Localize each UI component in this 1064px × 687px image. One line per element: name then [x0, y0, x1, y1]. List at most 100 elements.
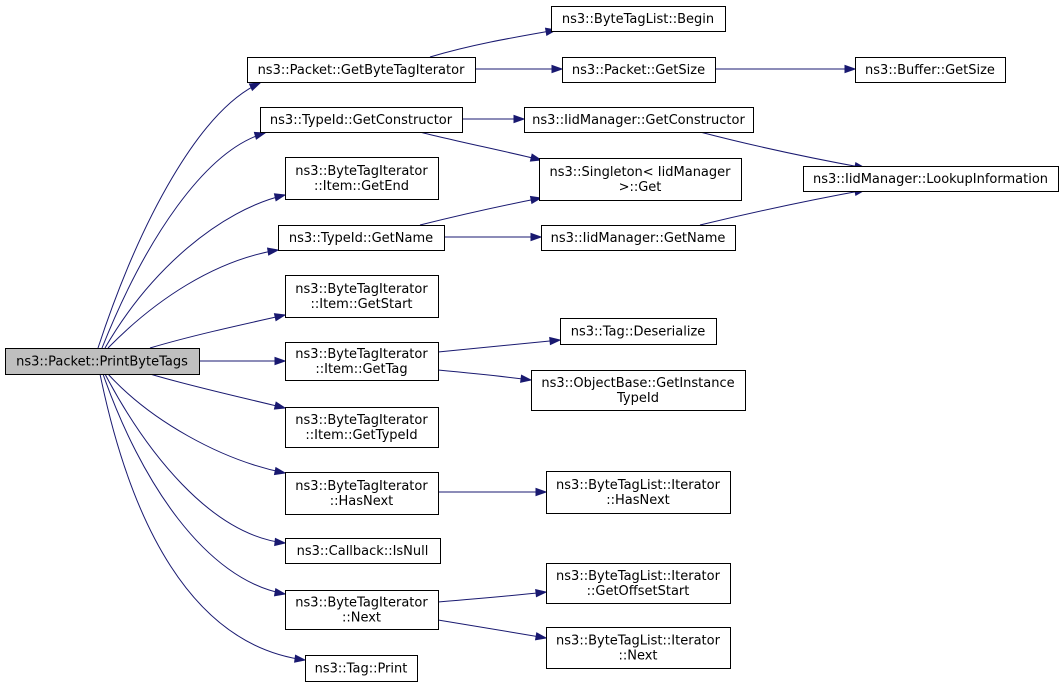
node-item-get-tag[interactable]: ns3::ByteTagIterator::Item::GetTag — [285, 342, 439, 381]
arrowhead-icon — [549, 336, 562, 346]
node-box — [546, 627, 731, 669]
node-label: ns3::IidManager::GetName — [551, 231, 726, 246]
node-label: ns3::ByteTagIterator — [295, 479, 428, 494]
edge-print-byte-tags-to-tag-print — [99, 373, 307, 663]
node-label: ns3::ByteTagList::Iterator — [556, 478, 721, 493]
node-item-get-type-id[interactable]: ns3::ByteTagIterator::Item::GetTypeId — [285, 407, 439, 448]
node-buffer-get-size[interactable]: ns3::Buffer::GetSize — [855, 57, 1006, 83]
node-label: ::Next — [618, 649, 657, 664]
node-label: ns3::ByteTagIterator — [295, 596, 428, 611]
edge-line — [97, 82, 261, 349]
node-byte-tag-list-begin[interactable]: ns3::ByteTagList::Begin — [551, 6, 726, 32]
arrowhead-icon — [273, 401, 287, 410]
node-typeid-get-name[interactable]: ns3::TypeId::GetName — [278, 225, 445, 251]
node-label: >::Get — [619, 180, 662, 195]
edge-get-byte-tag-iterator-to-packet-get-size — [475, 64, 564, 74]
node-box — [539, 158, 742, 201]
edge-line — [102, 373, 286, 595]
edge-line — [149, 373, 286, 409]
edge-line — [437, 369, 532, 381]
node-label: ns3::ByteTagList::Iterator — [556, 569, 721, 584]
node-get-constructor[interactable]: ns3::TypeId::GetConstructor — [260, 107, 463, 133]
node-item-get-start[interactable]: ns3::ByteTagIterator::Item::GetStart — [285, 275, 439, 318]
node-list-iterator-next[interactable]: ns3::ByteTagList::Iterator::Next — [546, 627, 731, 669]
arrowhead-icon — [248, 82, 262, 92]
node-box — [546, 471, 731, 514]
edge-line — [437, 339, 561, 353]
node-label: ::GetOffsetStart — [587, 584, 690, 599]
node-box — [260, 107, 463, 133]
arrowhead-icon — [273, 588, 287, 597]
edge-iterator-next-to-list-iterator-get-offset-start — [437, 588, 548, 603]
arrowhead-icon — [535, 487, 548, 497]
node-singleton-get[interactable]: ns3::Singleton< IidManager>::Get — [539, 158, 742, 201]
edge-get-byte-tag-iterator-to-byte-tag-list-begin — [429, 27, 558, 58]
node-label: ns3::Callback::IsNull — [297, 544, 429, 559]
node-box — [546, 563, 731, 604]
node-box — [531, 370, 746, 411]
node-box — [541, 225, 736, 251]
node-packet-get-size[interactable]: ns3::Packet::GetSize — [562, 57, 716, 83]
node-label: ::Item::GetStart — [310, 297, 412, 312]
edge-get-constructor-to-iid-get-constructor — [461, 114, 526, 124]
node-box — [247, 57, 476, 83]
edge-print-byte-tags-to-iterator-has-next — [107, 373, 287, 476]
node-label: ::Item::GetTag — [315, 362, 407, 377]
edge-line — [99, 373, 306, 661]
edge-line — [107, 249, 279, 349]
edge-typeid-get-name-to-iid-get-name — [444, 232, 543, 242]
node-list-iterator-has-next[interactable]: ns3::ByteTagList::Iterator::HasNext — [546, 471, 731, 514]
node-iid-lookup-information[interactable]: ns3::IidManager::LookupInformation — [803, 166, 1059, 192]
edge-print-byte-tags-to-item-get-tag — [199, 356, 287, 366]
node-box — [803, 166, 1059, 192]
node-print-byte-tags[interactable]: ns3::Packet::PrintByteTags — [5, 348, 200, 375]
node-iterator-has-next[interactable]: ns3::ByteTagIterator::HasNext — [285, 472, 439, 515]
edge-line — [101, 132, 266, 349]
arrowhead-icon — [253, 131, 267, 140]
node-label: ns3::Tag::Deserialize — [571, 325, 706, 340]
node-list-iterator-get-offset-start[interactable]: ns3::ByteTagList::Iterator::GetOffsetSta… — [546, 563, 731, 604]
node-label: ::Item::GetEnd — [314, 179, 409, 194]
node-tag-deserialize[interactable]: ns3::Tag::Deserialize — [560, 318, 717, 345]
edge-print-byte-tags-to-get-constructor — [101, 131, 267, 349]
node-label: ::Next — [342, 611, 381, 626]
node-label: ns3::Singleton< IidManager — [549, 165, 731, 180]
edge-typeid-get-name-to-singleton-get — [419, 195, 543, 226]
edge-print-byte-tags-to-item-get-end — [104, 193, 287, 349]
node-label: ns3::Packet::GetByteTagIterator — [258, 63, 466, 78]
node-box — [285, 157, 439, 200]
edge-line — [104, 373, 286, 544]
node-label: ns3::ByteTagIterator — [295, 282, 428, 297]
node-label: ns3::ByteTagIterator — [295, 413, 428, 428]
arrowhead-icon — [551, 64, 564, 74]
edge-line — [419, 197, 542, 226]
node-iid-get-constructor[interactable]: ns3::IidManager::GetConstructor — [524, 107, 754, 133]
arrowhead-icon — [274, 537, 287, 547]
arrowhead-icon — [273, 313, 287, 322]
edge-print-byte-tags-to-typeid-get-name — [107, 247, 280, 349]
node-label: ns3::IidManager::GetConstructor — [532, 113, 745, 128]
node-get-byte-tag-iterator[interactable]: ns3::Packet::GetByteTagIterator — [247, 57, 476, 83]
node-box — [5, 348, 200, 375]
edge-print-byte-tags-to-item-get-type-id — [149, 373, 287, 410]
edge-print-byte-tags-to-callback-is-null — [104, 373, 287, 547]
node-iid-get-name[interactable]: ns3::IidManager::GetName — [541, 225, 736, 251]
arrowhead-icon — [844, 64, 857, 74]
arrowhead-icon — [535, 588, 548, 598]
node-box — [285, 538, 441, 564]
edge-get-constructor-to-singleton-get — [419, 131, 543, 162]
node-box — [305, 655, 418, 682]
node-callback-is-null[interactable]: ns3::Callback::IsNull — [285, 538, 441, 564]
edge-print-byte-tags-to-iterator-next — [102, 373, 287, 597]
arrowhead-icon — [529, 153, 543, 162]
node-label: ns3::TypeId::GetConstructor — [270, 113, 453, 128]
node-tag-print[interactable]: ns3::Tag::Print — [305, 655, 418, 682]
node-iterator-next[interactable]: ns3::ByteTagIterator::Next — [285, 590, 439, 630]
edge-line — [699, 131, 866, 169]
arrowhead-icon — [273, 466, 287, 476]
node-box — [562, 57, 716, 83]
edge-line — [419, 131, 542, 161]
edge-iterator-has-next-to-list-iterator-has-next — [437, 487, 548, 497]
node-item-get-end[interactable]: ns3::ByteTagIterator::Item::GetEnd — [285, 157, 439, 200]
